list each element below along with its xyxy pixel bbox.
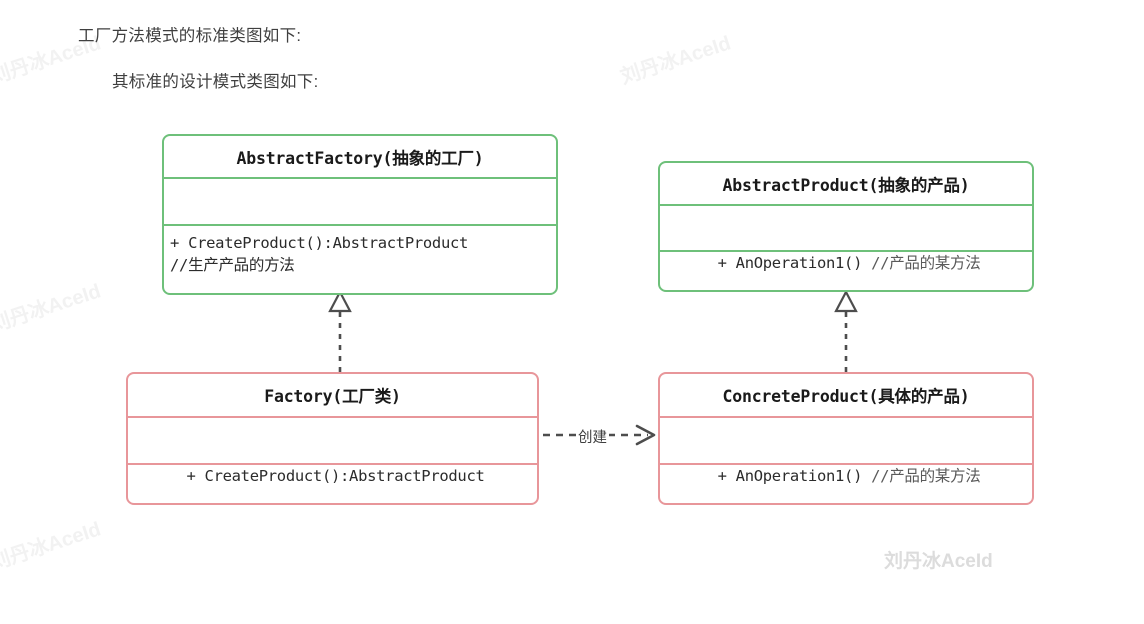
watermark-center-top: 刘丹冰AceId: [617, 32, 734, 89]
hollow-triangle-arrowhead: [328, 289, 352, 313]
method-signature: + AnOperation1(): [717, 467, 863, 485]
class-methods-abstract-factory: + CreateProduct():AbstractProduct //生产产品…: [164, 226, 556, 293]
realization-arrow-svg: [328, 289, 352, 374]
class-box-concrete-product[interactable]: ConcreteProduct(具体的产品) + AnOperation1() …: [658, 372, 1034, 505]
realization-arrow-svg: [834, 289, 858, 374]
paragraph-title-1: 工厂方法模式的标准类图如下:: [78, 27, 302, 45]
class-title-factory: Factory(工厂类): [128, 374, 537, 418]
class-attributes-abstract-factory: [164, 179, 556, 226]
edge-label-creates: 创建: [576, 426, 609, 447]
class-title-concrete-product: ConcreteProduct(具体的产品): [660, 374, 1032, 418]
method-comment: //产品的某方法: [862, 254, 981, 272]
method-line: + AnOperation1() //产品的某方法: [718, 465, 981, 487]
method-line: + CreateProduct():AbstractProduct: [186, 467, 485, 485]
realization-concreteproduct-to-abstractproduct: [810, 288, 890, 379]
hollow-triangle-arrowhead: [834, 289, 858, 313]
watermark-left-bottom: 刘丹冰AceId: [0, 518, 104, 575]
paragraph-title-2: 其标准的设计模式类图如下:: [112, 73, 319, 91]
open-arrowhead: [635, 424, 656, 446]
class-box-factory[interactable]: Factory(工厂类) + CreateProduct():AbstractP…: [126, 372, 539, 505]
watermark-main: 刘丹冰AceId: [884, 551, 993, 572]
method-line: + AnOperation1() //产品的某方法: [718, 252, 981, 274]
method-comment-line: //生产产品的方法: [170, 256, 295, 275]
class-attributes-concrete-product: [660, 418, 1032, 465]
class-title-abstract-factory: AbstractFactory(抽象的工厂): [164, 136, 556, 179]
class-methods-concrete-product: + AnOperation1() //产品的某方法: [660, 465, 1032, 503]
class-box-abstract-factory[interactable]: AbstractFactory(抽象的工厂) + CreateProduct()…: [162, 134, 558, 295]
class-attributes-abstract-product: [660, 206, 1032, 252]
method-signature: + AnOperation1(): [717, 254, 863, 272]
class-title-abstract-product: AbstractProduct(抽象的产品): [660, 163, 1032, 206]
method-line: + CreateProduct():AbstractProduct: [170, 234, 469, 252]
class-methods-abstract-product: + AnOperation1() //产品的某方法: [660, 252, 1032, 290]
method-comment: //产品的某方法: [862, 467, 981, 485]
class-attributes-factory: [128, 418, 537, 465]
realization-factory-to-abstractfactory: [300, 289, 380, 379]
class-box-abstract-product[interactable]: AbstractProduct(抽象的产品) + AnOperation1() …: [658, 161, 1034, 292]
watermark-left-middle: 刘丹冰AceId: [0, 280, 104, 337]
class-methods-factory: + CreateProduct():AbstractProduct: [128, 465, 537, 503]
